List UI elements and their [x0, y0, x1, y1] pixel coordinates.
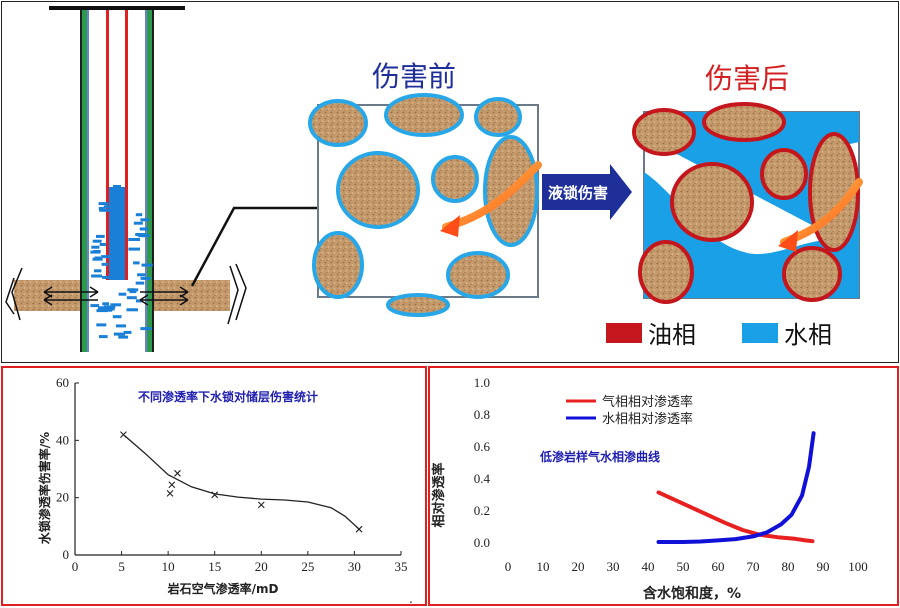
liquid-lock-arrow: 液锁伤害: [542, 164, 632, 220]
right-legend: 气相相对渗透率 水相相对渗透率: [566, 394, 693, 427]
right-y-tick-label: 0.0: [474, 535, 490, 550]
top-illustration-panel: 液锁伤害 伤害前 伤害后 油相: [1, 1, 899, 363]
water-legend-label: 水相相对渗透率: [602, 411, 693, 427]
right-chart-ylabel: 相对渗透率: [431, 462, 447, 527]
pore-after-box: [632, 102, 863, 304]
right-y-tick-label: 1.0: [474, 375, 490, 390]
left-y-tick-label: 40: [56, 432, 69, 447]
liquid-lock-label: 液锁伤害: [548, 184, 608, 202]
water-label: 水相: [784, 321, 832, 349]
gas-relperm-curve: [656, 490, 815, 544]
left-data-point: [355, 525, 363, 533]
leader-line: [190, 206, 318, 287]
rel-perm-chart: 相对渗透率 含水饱和度，% 气相相对渗透率 水相相对渗透率 低渗岩样气水相渗曲线…: [431, 375, 868, 602]
left-chart-title: 不同渗透率下水锁对储层伤害统计: [138, 389, 318, 404]
left-chart-xlabel: 岩石空气渗透率/mD: [167, 581, 279, 596]
left-data-point: [257, 501, 265, 509]
water-fragments: [90, 202, 153, 339]
right-x-tick-label: 40: [642, 559, 655, 574]
right-chart-xlabel: 含水饱和度，%: [643, 585, 741, 602]
right-y-tick-label: 0.6: [474, 439, 491, 454]
left-trend-line: [122, 434, 360, 530]
flow-arrows: [43, 286, 189, 306]
left-x-tick-label: 20: [255, 559, 268, 574]
water-relperm-curve: [656, 431, 816, 544]
left-data-point: [166, 489, 174, 497]
right-x-tick-label: 10: [537, 559, 550, 574]
right-chart-annotation: 低渗岩样气水相渗曲线: [539, 449, 660, 464]
left-x-tick-label: 0: [72, 559, 79, 574]
left-y-tick-label: 60: [56, 375, 69, 390]
right-x-tick-label: 90: [817, 559, 830, 574]
phase-legend: 油相 水相: [606, 321, 832, 349]
right-y-tick-label: 0.8: [474, 407, 490, 422]
water-swatch: [742, 323, 778, 343]
left-data-point: [211, 491, 219, 499]
before-title: 伤害前: [372, 60, 456, 93]
left-y-tick-label: 20: [56, 490, 69, 505]
left-data-point: [174, 469, 181, 477]
right-y-tick-label: 0.2: [474, 503, 490, 518]
right-x-tick-label: 20: [572, 559, 585, 574]
left-x-tick-label: 25: [301, 559, 314, 574]
gas-legend-label: 气相相对渗透率: [602, 394, 693, 410]
corner-mark: .: [409, 592, 413, 606]
left-x-tick-label: 15: [208, 559, 221, 574]
left-data-point: [120, 431, 127, 438]
left-x-tick-label: 5: [118, 559, 125, 574]
right-x-tick-label: 30: [607, 559, 620, 574]
after-title: 伤害后: [705, 62, 789, 95]
right-x-tick-label: 70: [747, 559, 760, 574]
right-x-tick-label: 100: [848, 559, 868, 574]
right-x-tick-label: 80: [782, 559, 795, 574]
left-x-tick-label: 10: [162, 559, 175, 574]
formation-layer: [5, 263, 247, 325]
rel-perm-chart-panel: 相对渗透率 含水饱和度，% 气相相对渗透率 水相相对渗透率 低渗岩样气水相渗曲线…: [428, 366, 899, 606]
pore-before-box: [308, 93, 542, 317]
left-data-point: [168, 481, 176, 489]
left-x-tick-label: 35: [395, 559, 408, 574]
right-x-tick-label: 60: [712, 559, 725, 574]
damage-rate-chart-panel: 不同渗透率下水锁对储层伤害统计 水锁渗透率伤害率/% 岩石空气渗透率/mD . …: [1, 366, 427, 606]
left-y-tick-label: 0: [63, 547, 70, 562]
casing: [80, 10, 154, 352]
damage-rate-chart: 不同渗透率下水锁对储层伤害统计 水锁渗透率伤害率/% 岩石空气渗透率/mD . …: [37, 375, 413, 606]
oil-label: 油相: [648, 321, 696, 349]
right-x-tick-label: 50: [677, 559, 690, 574]
tubing: [106, 10, 128, 280]
wellbore-diagram: 液锁伤害 伤害前 伤害后 油相: [5, 6, 863, 352]
right-y-tick-label: 0.4: [474, 471, 491, 486]
left-x-tick-label: 30: [348, 559, 361, 574]
oil-swatch: [606, 323, 642, 343]
right-x-tick-label: 0: [505, 559, 512, 574]
left-chart-ylabel: 水锁渗透率伤害率/%: [37, 432, 52, 544]
